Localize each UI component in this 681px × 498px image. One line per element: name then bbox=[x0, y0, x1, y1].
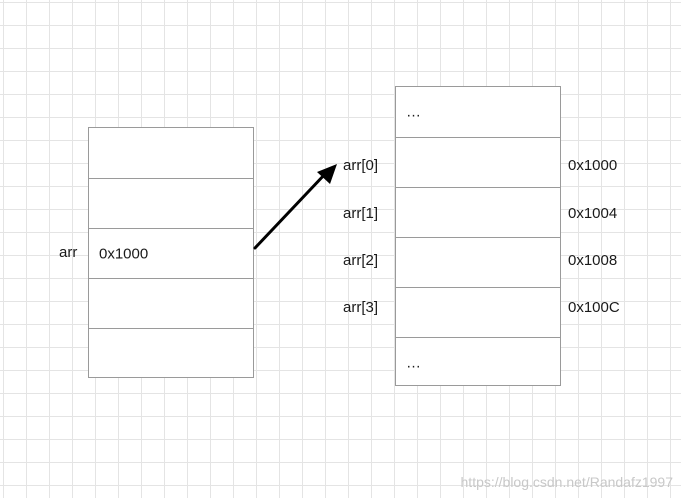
array-index-label: arr[0] bbox=[343, 157, 379, 174]
pointer-variable-stack: 0x1000 bbox=[88, 127, 254, 378]
memory-address-label: 0x100C bbox=[568, 299, 620, 316]
watermark-text: https://blog.csdn.net/Randafz1997 bbox=[460, 474, 673, 490]
ellipsis-text: … bbox=[406, 103, 421, 121]
pointer-stack-cell bbox=[89, 278, 253, 328]
array-element-cell bbox=[396, 287, 560, 337]
array-index-label: arr[2] bbox=[343, 252, 379, 269]
array-index-label: arr[1] bbox=[343, 205, 379, 222]
pointer-value-cell: 0x1000 bbox=[89, 228, 253, 278]
memory-address-label: 0x1004 bbox=[568, 205, 618, 222]
array-memory-stack: … … bbox=[395, 86, 561, 386]
memory-address-label: 0x1008 bbox=[568, 252, 618, 269]
memory-address-label: 0x1000 bbox=[568, 157, 618, 174]
array-element-cell bbox=[396, 237, 560, 287]
variable-name-label: arr bbox=[59, 244, 78, 261]
array-stack-cell: … bbox=[396, 337, 560, 387]
pointer-stack-cell bbox=[89, 128, 253, 178]
pointer-stack-cell bbox=[89, 328, 253, 378]
ellipsis-text: … bbox=[406, 354, 421, 371]
array-index-label: arr[3] bbox=[343, 299, 379, 316]
array-stack-cell: … bbox=[396, 87, 560, 137]
array-element-cell bbox=[396, 137, 560, 187]
pointer-arrow-line bbox=[253, 171, 328, 250]
pointer-stack-cell bbox=[89, 178, 253, 228]
pointer-arrowhead bbox=[317, 164, 337, 184]
pointer-value-text: 0x1000 bbox=[99, 245, 149, 262]
array-element-cell bbox=[396, 187, 560, 237]
